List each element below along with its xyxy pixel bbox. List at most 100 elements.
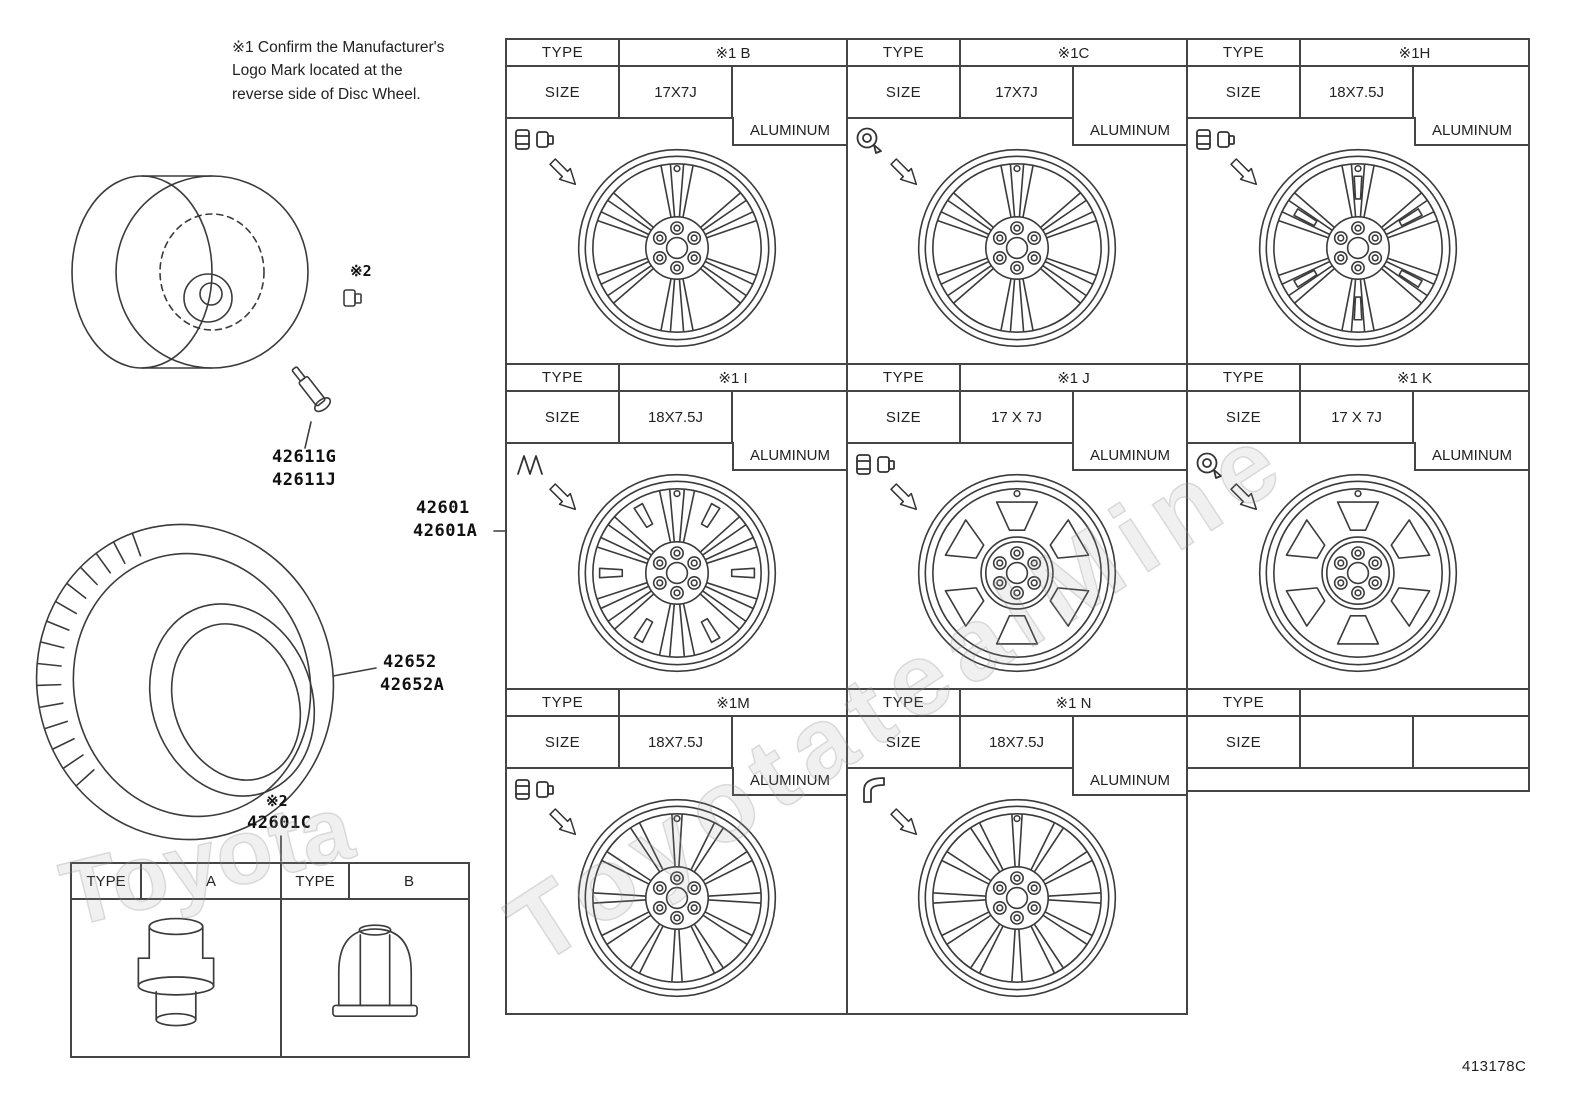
- balance-weight-hook-icon: [854, 774, 902, 806]
- type-label: TYPE: [507, 40, 620, 65]
- material-label: ALUMINUM: [1072, 767, 1186, 796]
- diagram-code: 413178C: [1462, 1058, 1527, 1075]
- header-spacer: [1074, 717, 1186, 767]
- part-number-42611g: 42611G: [272, 447, 337, 467]
- nut-type-label-1: TYPE: [72, 864, 142, 898]
- pointer-arrow-icon: [547, 806, 581, 840]
- wheel-illustration-n: [913, 794, 1121, 1002]
- balance-weight-clip-icon: [513, 449, 561, 481]
- type-label: TYPE: [1188, 40, 1301, 65]
- wheel-illustration-m: [573, 794, 781, 1002]
- material-label: ALUMINUM: [732, 767, 846, 796]
- type-value: ※1 B: [715, 44, 751, 62]
- material-label: ALUMINUM: [1414, 117, 1528, 146]
- type-label: TYPE: [848, 690, 961, 715]
- lug-nut-table-body: [72, 900, 468, 1058]
- lug-nut-top-icon: [854, 124, 902, 156]
- part-number-42611j: 42611J: [272, 470, 337, 490]
- size-value: 18X7.5J: [961, 717, 1074, 767]
- type-value: ※1 I: [718, 369, 748, 387]
- nut-b-illustration: [282, 900, 468, 1058]
- wheel-cell-empty: TYPE SIZE: [1186, 688, 1530, 792]
- size-value: 18X7.5J: [620, 717, 733, 767]
- type-label: TYPE: [1188, 365, 1301, 390]
- ref-mark-2-top: ※2: [350, 262, 372, 280]
- size-label: SIZE: [848, 717, 961, 767]
- size-label: SIZE: [1188, 717, 1301, 767]
- header-spacer: [733, 717, 846, 767]
- pointer-arrow-icon: [1228, 481, 1262, 515]
- material-label: ALUMINUM: [1072, 117, 1186, 146]
- lug-nut-top-icon: [1194, 449, 1242, 481]
- type-label: TYPE: [848, 40, 961, 65]
- material-label: ALUMINUM: [732, 117, 846, 146]
- lug-nut-pair-icon: [513, 124, 561, 156]
- part-number-42601c: 42601C: [247, 813, 312, 833]
- header-spacer: [733, 67, 846, 117]
- size-label: SIZE: [507, 717, 620, 767]
- size-value: 17 X 7J: [1301, 392, 1414, 442]
- type-value: ※1H: [1398, 44, 1431, 62]
- size-value: 17X7J: [961, 67, 1074, 117]
- nut-type-label-2: TYPE: [282, 864, 350, 898]
- size-label: SIZE: [507, 392, 620, 442]
- size-value: 17 X 7J: [961, 392, 1074, 442]
- size-label: SIZE: [1188, 67, 1301, 117]
- nut-type-value-a: A: [142, 864, 282, 898]
- lug-nut-table-header: TYPE A TYPE B: [72, 864, 468, 900]
- type-label: TYPE: [1188, 690, 1301, 715]
- wheel-illustration-c: [913, 144, 1121, 352]
- type-value: ※1 K: [1396, 369, 1433, 387]
- material-label: ALUMINUM: [1072, 442, 1186, 471]
- wheel-illustration-k: [1254, 469, 1462, 677]
- lug-nut-pair-icon: [854, 449, 902, 481]
- pointer-arrow-icon: [547, 481, 581, 515]
- part-number-42652a: 42652A: [380, 675, 445, 695]
- type-label: TYPE: [507, 365, 620, 390]
- pointer-arrow-icon: [547, 156, 581, 190]
- part-number-42652: 42652: [383, 652, 437, 672]
- wheel-illustration-b: [573, 144, 781, 352]
- type-value: ※1 N: [1055, 694, 1092, 712]
- size-label: SIZE: [848, 67, 961, 117]
- material-label: ALUMINUM: [732, 442, 846, 471]
- material-label: ALUMINUM: [1414, 442, 1528, 471]
- header-spacer: [733, 392, 846, 442]
- wheel-illustration-j: [913, 469, 1121, 677]
- nut-type-value-b: B: [403, 872, 414, 890]
- size-value: [1301, 717, 1414, 767]
- pointer-arrow-icon: [888, 481, 922, 515]
- type-value: ※1M: [716, 694, 750, 712]
- nut-a-illustration: [72, 900, 282, 1058]
- header-spacer: [1074, 67, 1186, 117]
- lug-nut-type-table: TYPE A TYPE B: [70, 862, 470, 1058]
- size-value: 17X7J: [620, 67, 733, 117]
- header-spacer: [1074, 392, 1186, 442]
- footnote: ※1 Confirm the Manufacturer's Logo Mark …: [232, 39, 445, 103]
- type-value: ※1 J: [1057, 369, 1090, 387]
- left-illustrations: [0, 0, 505, 1099]
- type-value: [1301, 690, 1528, 715]
- size-label: SIZE: [1188, 392, 1301, 442]
- wheel-illustration-h: [1254, 144, 1462, 352]
- ref-mark-2-bottom: ※2: [266, 792, 288, 810]
- lug-nut-pair-icon: [513, 774, 561, 806]
- pointer-arrow-icon: [1228, 156, 1262, 190]
- pointer-arrow-icon: [888, 806, 922, 840]
- header-spacer: [1414, 67, 1528, 117]
- lug-nut-pair-icon: [1194, 124, 1242, 156]
- type-value: ※1C: [1057, 44, 1090, 62]
- size-value: 18X7.5J: [1301, 67, 1414, 117]
- wheel-illustration-i: [573, 469, 781, 677]
- size-value: 18X7.5J: [620, 392, 733, 442]
- size-label: SIZE: [848, 392, 961, 442]
